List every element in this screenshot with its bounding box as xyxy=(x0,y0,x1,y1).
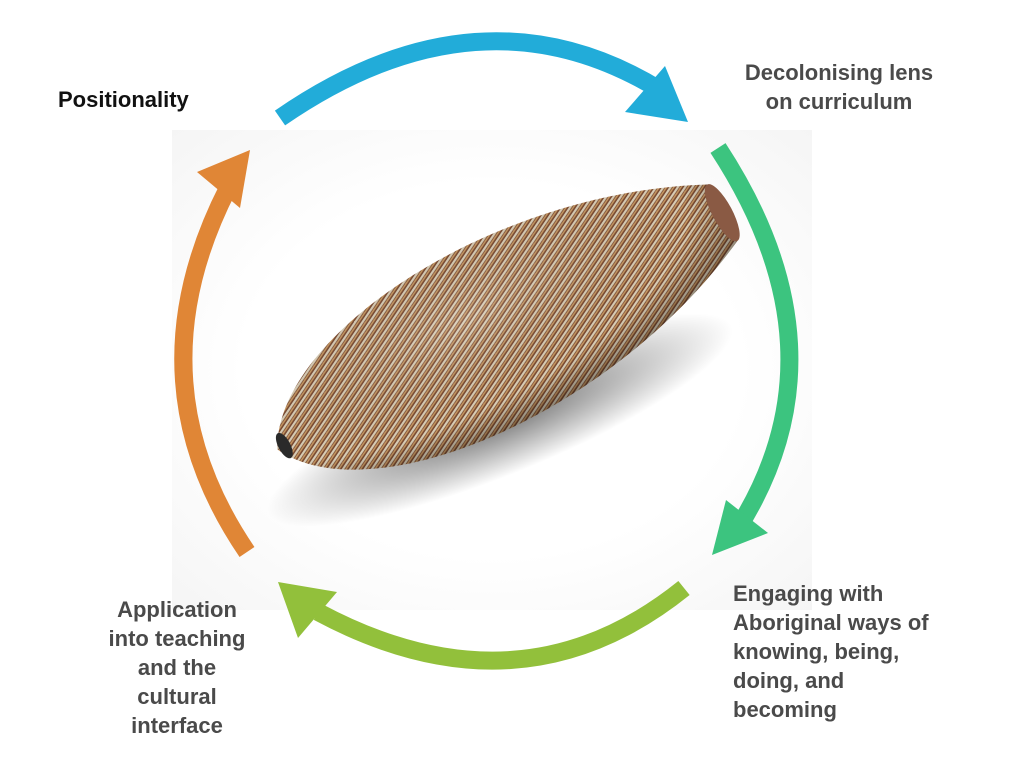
stage-label-positionality: Positionality xyxy=(58,85,189,114)
label-line: Positionality xyxy=(58,87,189,112)
arrow-application-to-positionality xyxy=(174,150,255,558)
stage-label-decolonising: Decolonising lens on curriculum xyxy=(728,58,950,116)
arrow-positionality-to-decolonising xyxy=(274,32,688,126)
label-line: becoming xyxy=(733,697,837,722)
stage-label-application: Application into teaching and the cultur… xyxy=(82,595,272,740)
label-line: Decolonising lens xyxy=(744,60,934,85)
label-line: into teaching xyxy=(108,626,246,651)
label-line: interface xyxy=(131,713,223,738)
label-line: knowing, being, xyxy=(733,639,900,664)
label-line: Aboriginal ways of xyxy=(733,610,929,635)
stage-label-engaging: Engaging with Aboriginal ways of knowing… xyxy=(733,579,993,724)
label-line: Engaging with xyxy=(733,581,884,606)
label-line: and the xyxy=(137,655,217,680)
label-line: cultural xyxy=(137,684,217,709)
label-line: Application xyxy=(117,597,237,622)
label-line: doing, and xyxy=(733,668,845,693)
arrow-engaging-to-application xyxy=(278,580,690,670)
label-line: on curriculum xyxy=(765,89,913,114)
arrow-decolonising-to-engaging xyxy=(710,143,799,555)
woven-basket-image xyxy=(275,184,740,470)
